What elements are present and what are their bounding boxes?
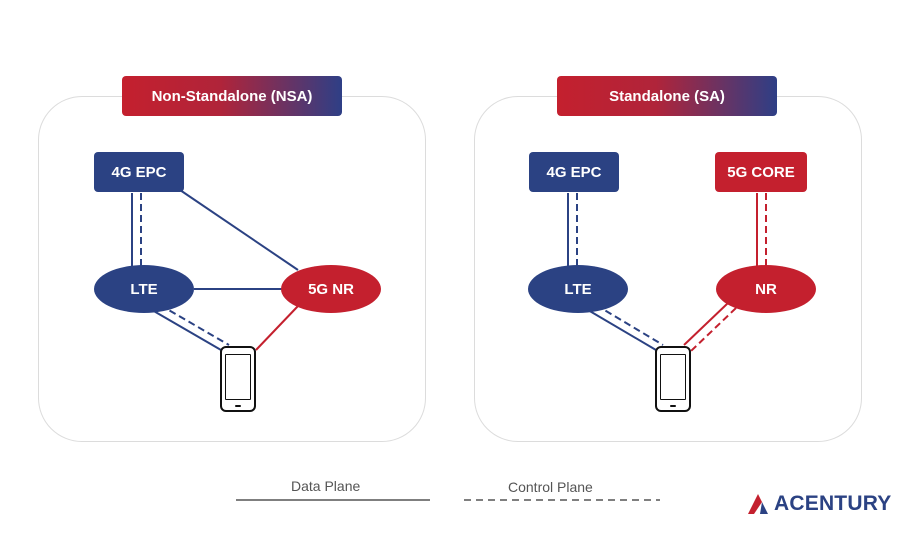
sa-5g-core-node: 5G CORE — [715, 152, 807, 192]
nsa-5g-nr-node: 5G NR — [281, 265, 381, 313]
nsa-nr-phone-line — [255, 305, 299, 351]
sa-title: Standalone (SA) — [557, 76, 777, 116]
nsa-title: Non-Standalone (NSA) — [122, 76, 342, 116]
sa-4g-epc-node: 4G EPC — [529, 152, 619, 192]
logo-text: ACENTURY — [774, 492, 892, 515]
sa-nr-phone-control-line — [690, 307, 737, 352]
nsa-lte-node: LTE — [94, 265, 194, 313]
sa-lte-phone-data-line — [587, 309, 657, 351]
sa-lte-node: LTE — [528, 265, 628, 313]
nsa-epc-nr-line — [179, 189, 299, 271]
sa-phone-icon — [655, 346, 691, 412]
sa-nr-node: NR — [716, 265, 816, 313]
nsa-lte-phone-data-line — [151, 309, 222, 351]
sa-lte-phone-control-line — [595, 304, 664, 346]
acentury-logo: ACENTURY — [748, 492, 892, 516]
nsa-4g-epc-node: 4G EPC — [94, 152, 184, 192]
legend-control-plane-label: Control Plane — [508, 479, 593, 495]
sa-nr-phone-data-line — [683, 302, 729, 346]
nsa-phone-icon — [220, 346, 256, 412]
nsa-lte-phone-control-line — [159, 304, 230, 346]
legend-data-plane-label: Data Plane — [291, 478, 361, 494]
acentury-logo-icon — [748, 494, 768, 514]
